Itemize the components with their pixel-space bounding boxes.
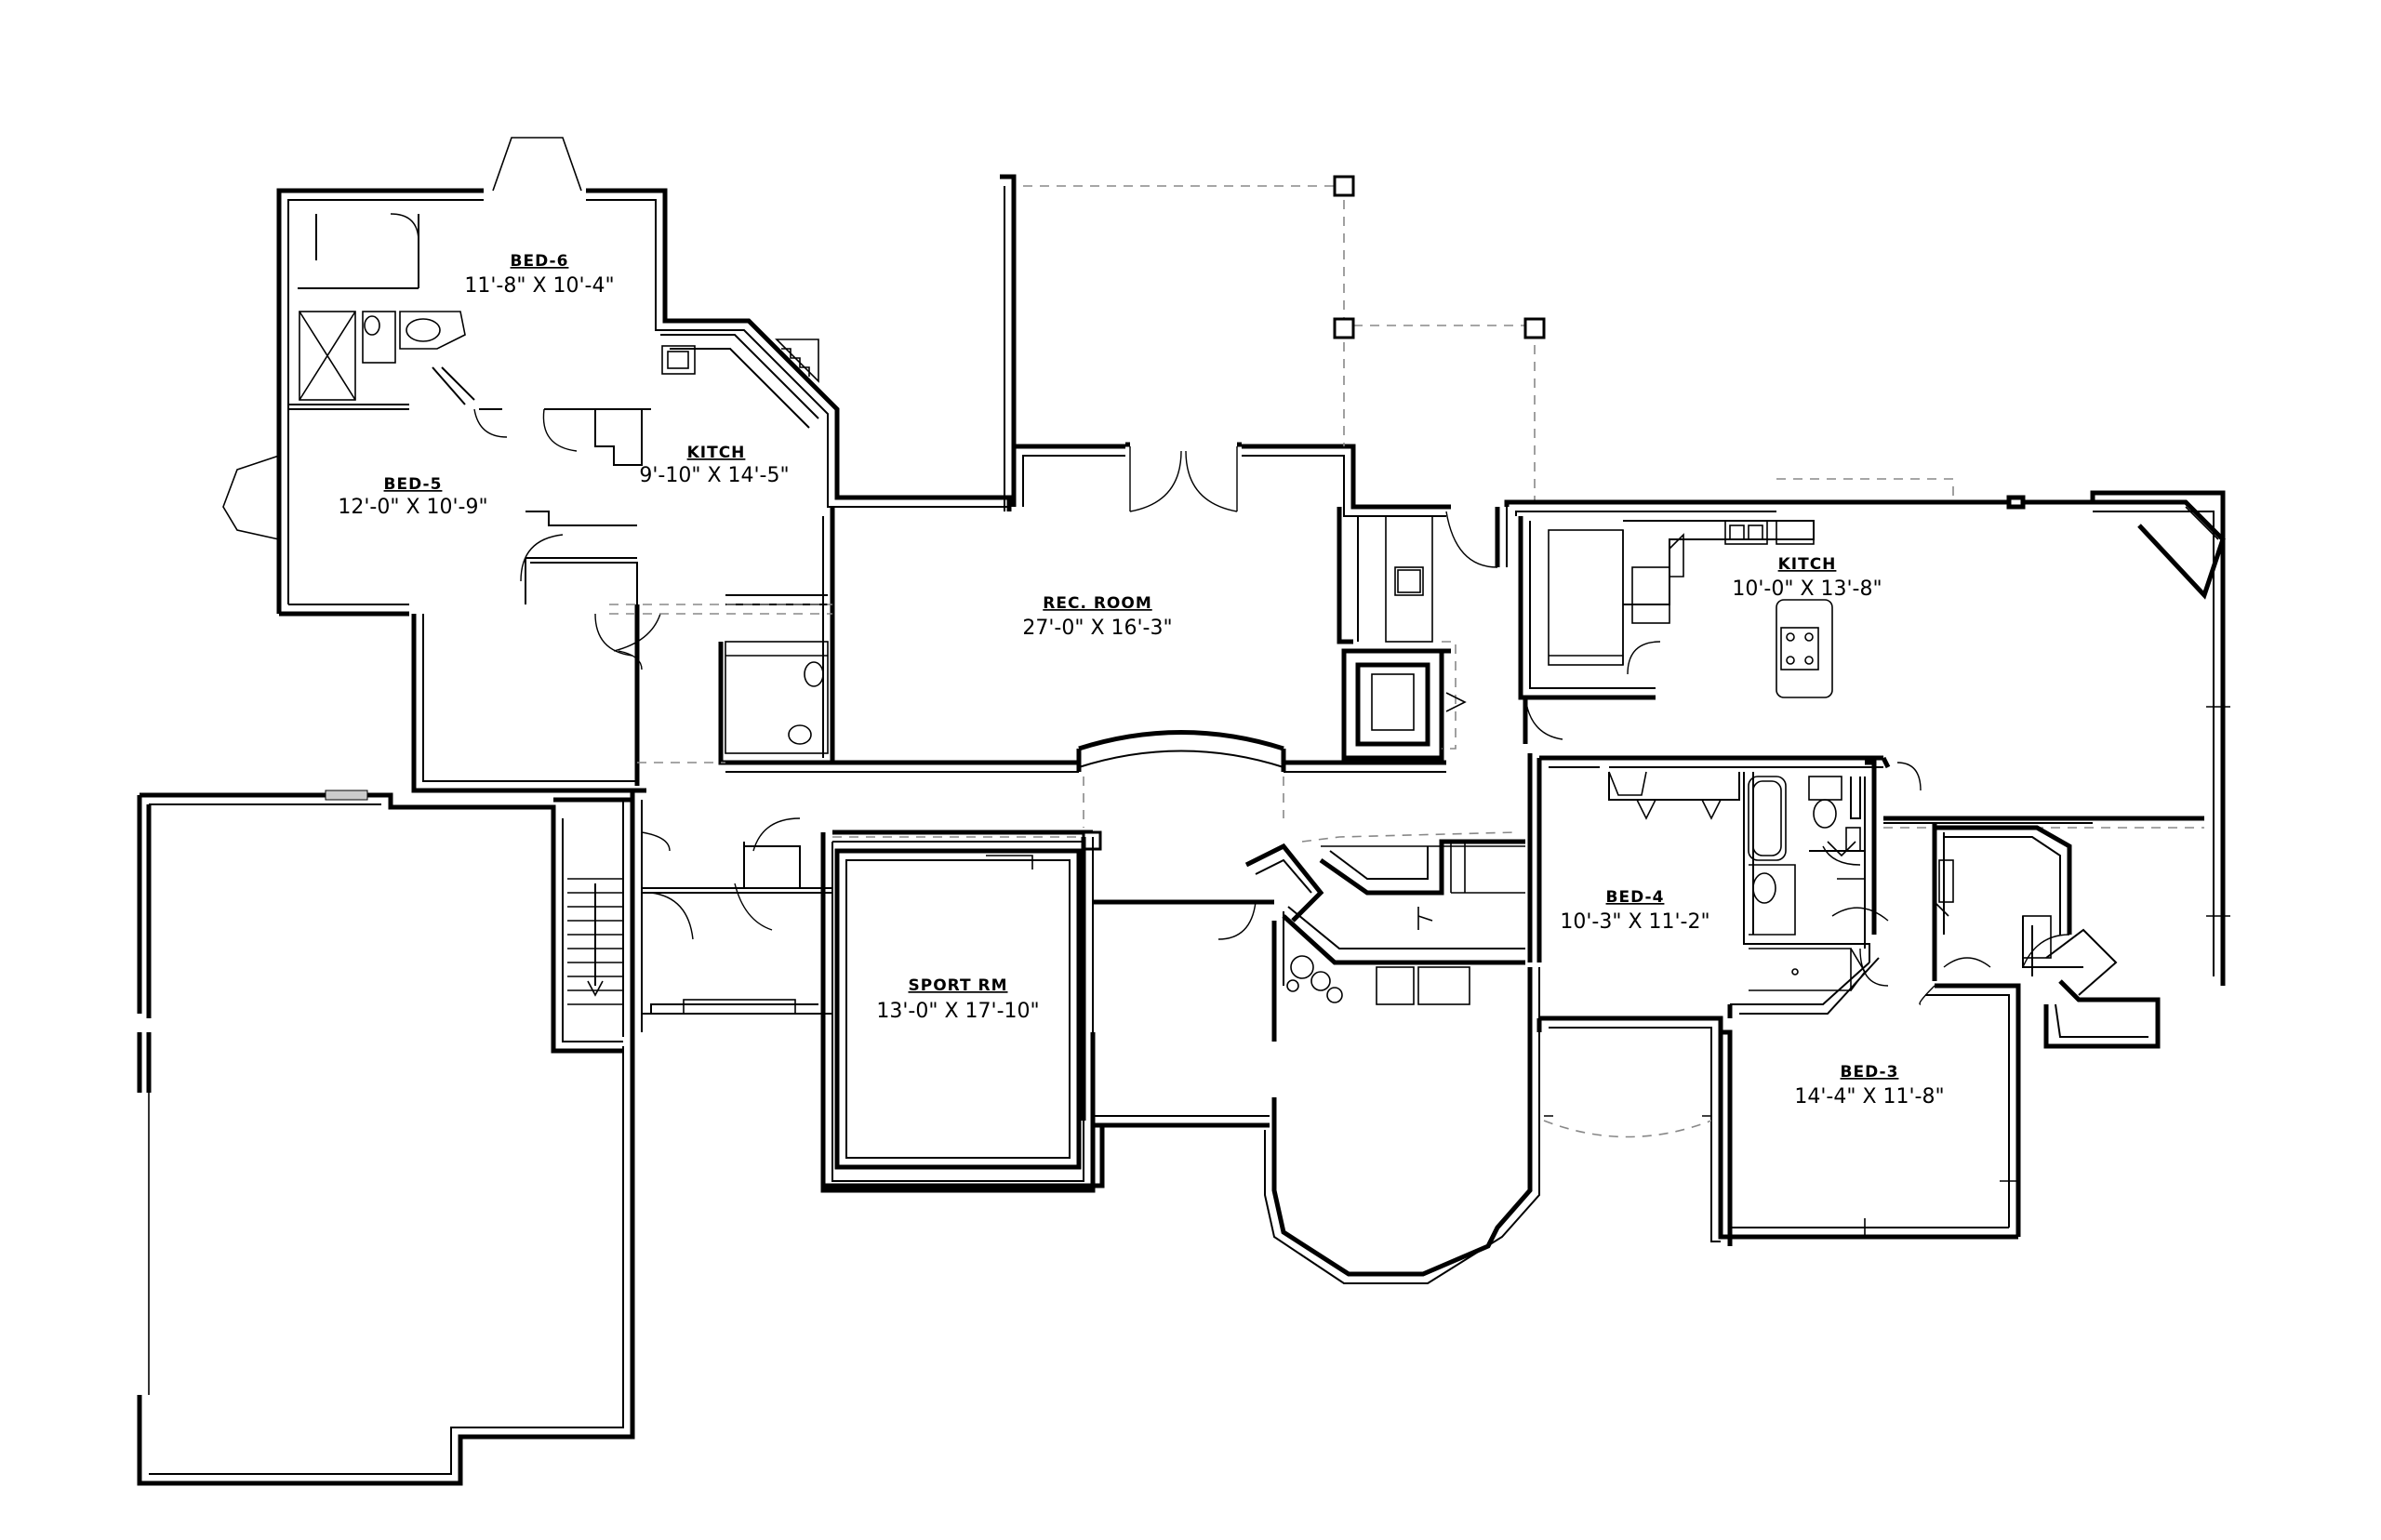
room-name-bed4: BED-4 xyxy=(1606,888,1665,907)
west-kitchen xyxy=(613,334,832,765)
room-name-bed6: BED-6 xyxy=(511,252,569,271)
room-dims-kitch-east: 10'-0" X 13'-8" xyxy=(1732,578,1882,601)
room-dims-sport-rm: 13'-0" X 17'-10" xyxy=(876,1000,1039,1023)
bed3 xyxy=(1536,816,2204,1240)
room-dims-bed6: 11'-8" X 10'-4" xyxy=(464,274,614,298)
rec-room xyxy=(609,175,1546,773)
room-dims-rec-room: 27'-0" X 16'-3" xyxy=(1022,617,1172,640)
room-dims-bed4: 10'-3" X 11'-2" xyxy=(1560,910,1709,934)
stairs-west xyxy=(567,878,623,1005)
room-dims-kitch-west: 9'-10" X 14'-5" xyxy=(639,464,789,487)
room-name-bed3: BED-3 xyxy=(1841,1063,1899,1082)
room-name-kitch-east: KITCH xyxy=(1778,555,1837,574)
garage xyxy=(137,790,635,1486)
center-stair-and-bay xyxy=(1244,753,1542,1284)
east-wing xyxy=(1504,478,2230,986)
room-name-sport-rm: SPORT RM xyxy=(908,976,1007,995)
room-name-kitch-west: KITCH xyxy=(687,444,746,462)
bed4-bath xyxy=(1539,755,1922,1246)
room-name-rec-room: REC. ROOM xyxy=(1043,594,1151,613)
room-dims-bed3: 14'-4" X 11'-8" xyxy=(1794,1085,1944,1109)
room-dims-bed5: 12'-0" X 10'-9" xyxy=(338,496,487,519)
center-walls xyxy=(551,777,1284,1193)
room-labels: BED-6 11'-8" X 10'-4" BED-5 12'-0" X 10'… xyxy=(338,252,1944,1109)
west-wing-walls xyxy=(222,137,1017,793)
room-name-bed5: BED-5 xyxy=(384,475,443,494)
